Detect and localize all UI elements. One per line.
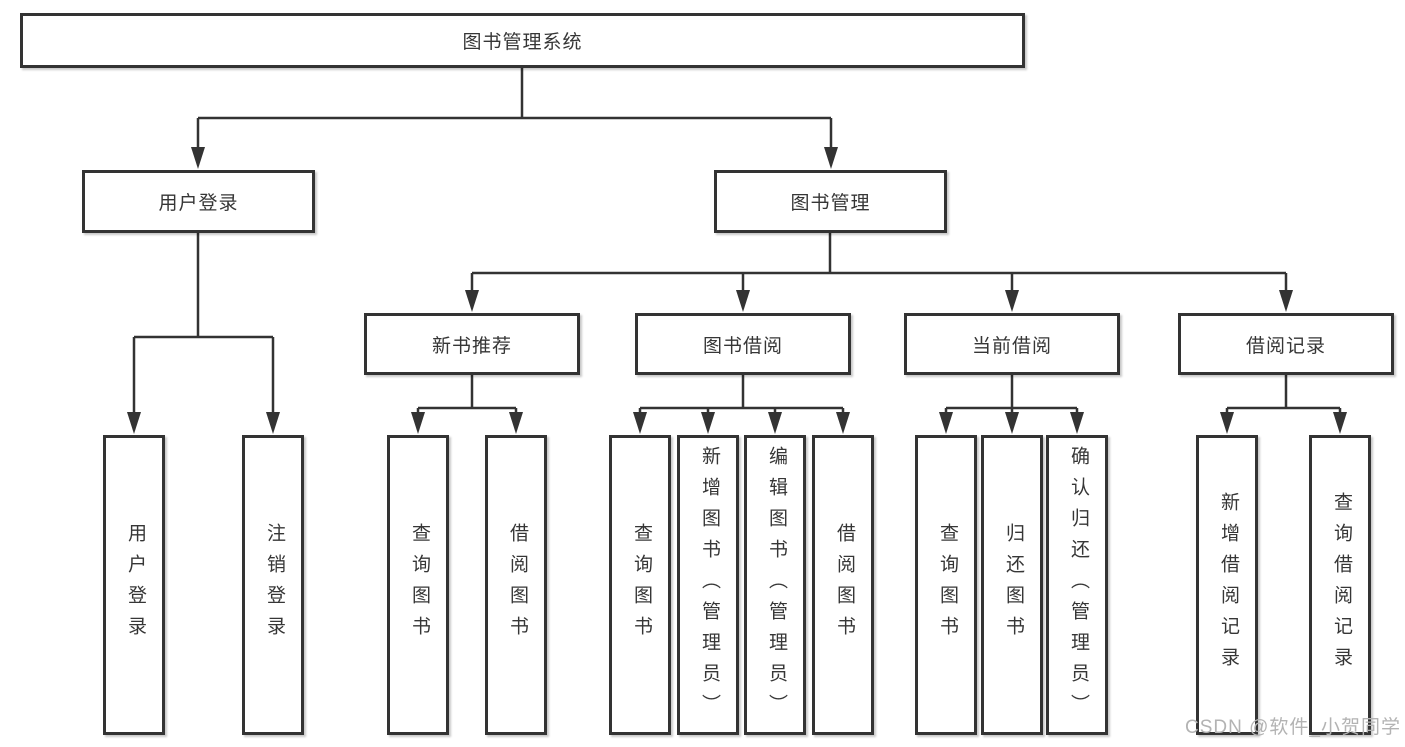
node-library-system: 图书管理系统 (20, 13, 1025, 68)
node-new-book-recommend: 新书推荐 (364, 313, 580, 375)
leaf-borrow-books-recommend: 借阅图书 (485, 435, 547, 735)
leaf-query-books-borrow: 查询图书 (609, 435, 671, 735)
leaf-borrow-books-borrow: 借阅图书 (812, 435, 874, 735)
node-book-borrow: 图书借阅 (635, 313, 851, 375)
leaf-logout: 注销登录 (242, 435, 304, 735)
leaf-user-login: 用户登录 (103, 435, 165, 735)
node-current-borrow: 当前借阅 (904, 313, 1120, 375)
leaf-confirm-return-admin: 确认归还（管理员） (1046, 435, 1108, 735)
leaf-query-borrow-record: 查询借阅记录 (1309, 435, 1371, 735)
csdn-watermark: CSDN @软件_小贺同学 (1185, 717, 1401, 738)
node-user-login: 用户登录 (82, 170, 315, 233)
leaf-add-borrow-record: 新增借阅记录 (1196, 435, 1258, 735)
leaf-query-books-current: 查询图书 (915, 435, 977, 735)
leaf-add-book-admin: 新增图书（管理员） (677, 435, 739, 735)
node-borrow-records: 借阅记录 (1178, 313, 1394, 375)
leaf-edit-book-admin: 编辑图书（管理员） (744, 435, 806, 735)
leaf-query-books-recommend: 查询图书 (387, 435, 449, 735)
node-book-management: 图书管理 (714, 170, 947, 233)
leaf-return-book: 归还图书 (981, 435, 1043, 735)
